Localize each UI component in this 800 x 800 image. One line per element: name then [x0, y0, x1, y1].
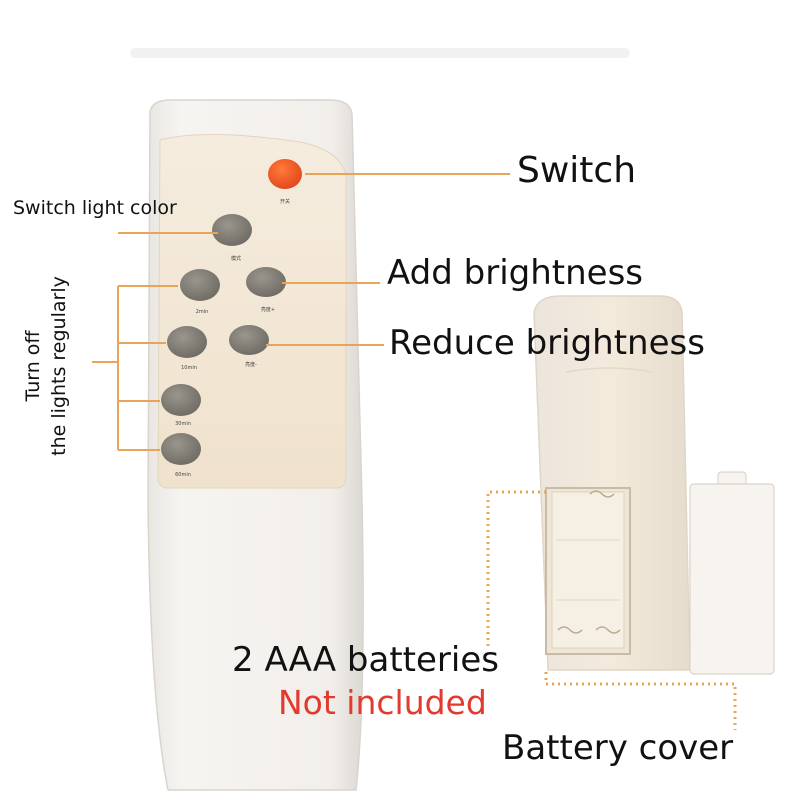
leader-battery-cover	[544, 672, 737, 730]
power-button-label: 开关	[280, 198, 290, 205]
batteries-label: 2 AAA batteries	[232, 640, 499, 680]
timer-10min-button	[167, 326, 207, 358]
battery-cover-label: Battery cover	[502, 728, 734, 768]
turn-off-timer-label: Turn off the lights regularly	[20, 258, 72, 474]
timer-60min-button	[161, 433, 201, 465]
turn-off-line-2: the lights regularly	[48, 276, 70, 456]
switch-label: Switch	[517, 150, 637, 191]
power-button	[268, 159, 302, 189]
mode-button	[212, 214, 252, 246]
mode-button-label: 模式	[231, 255, 241, 262]
brightness-down-button	[229, 325, 269, 355]
reduce-brightness-label: Reduce brightness	[389, 323, 705, 363]
timer-2min-button	[180, 269, 220, 301]
leader-batteries	[486, 490, 546, 650]
timer-2min-label: 2min	[196, 309, 209, 315]
not-included-label: Not included	[278, 683, 487, 722]
timer-10min-label: 10min	[181, 365, 197, 371]
add-brightness-label: Add brightness	[387, 253, 643, 293]
leader-timer-bracket	[92, 285, 178, 451]
timer-60min-label: 60min	[175, 472, 191, 478]
timer-30min-button	[161, 384, 201, 416]
brightness-up-label: 亮度+	[261, 306, 275, 313]
leader-lines	[92, 173, 510, 451]
blurred-header	[130, 48, 630, 58]
remote-back	[533, 295, 691, 671]
brightness-down-label: 亮度-	[245, 361, 257, 368]
battery-spring	[589, 490, 615, 498]
battery-cover	[689, 471, 775, 675]
turn-off-line-1: Turn off	[22, 330, 44, 402]
remote-buttons: 开关 模式 2min 亮度+ 10min 亮度- 30min 60min	[161, 159, 302, 478]
brightness-up-button	[246, 267, 286, 297]
timer-30min-label: 30min	[175, 421, 191, 427]
switch-light-color-label: Switch light color	[13, 197, 177, 219]
dotted-leader-lines	[486, 490, 737, 730]
